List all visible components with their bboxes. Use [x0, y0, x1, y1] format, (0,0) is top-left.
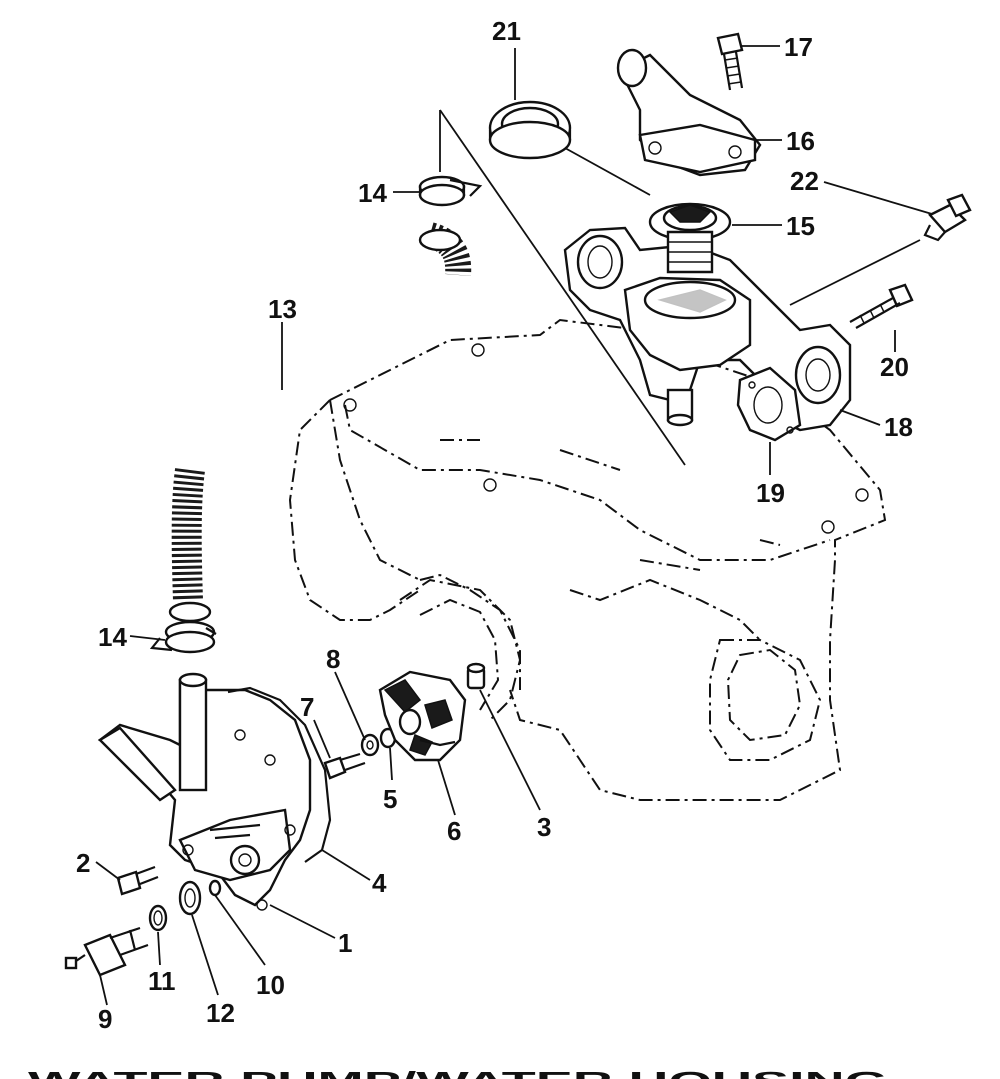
bolt-7: [323, 752, 366, 780]
o-ring-10: [208, 879, 222, 897]
washer-12: [178, 880, 202, 916]
hose-13: [165, 221, 475, 623]
callout-13: 13: [268, 294, 297, 324]
callout-7: 7: [300, 692, 314, 722]
callout-12: 12: [206, 998, 235, 1028]
gasket-19: [736, 366, 802, 442]
callout-14-bottom: 14: [98, 622, 127, 652]
callout-11: 11: [148, 966, 176, 996]
engine-block-outline: [288, 318, 887, 801]
callout-3: 3: [537, 812, 551, 842]
callout-22: 22: [790, 166, 819, 196]
callout-4: 4: [372, 868, 387, 898]
callout-17: 17: [784, 32, 813, 62]
pump-gasket-4: [227, 686, 332, 863]
callout-10: 10: [256, 970, 285, 1000]
temperature-sender-9: [64, 926, 149, 977]
thermostat-15: [648, 202, 732, 274]
dowel-pin-3: [466, 662, 486, 690]
seal-21: [488, 100, 572, 160]
callout-9: 9: [98, 1004, 112, 1034]
callout-14-top: 14: [358, 178, 387, 208]
callout-1: 1: [338, 928, 352, 958]
bolt-17: [716, 32, 744, 91]
bolt-20: [849, 283, 914, 329]
impeller-6: [378, 670, 467, 762]
diagram-title: WATER PUMP/WATER HOUSING: [28, 1066, 888, 1079]
callout-21: 21: [492, 16, 521, 46]
callout-20: 20: [880, 352, 909, 382]
bolt-2: [116, 865, 159, 896]
callout-18: 18: [884, 412, 913, 442]
hose-clip-top-14: [418, 175, 483, 207]
thermostat-cover-16: [616, 48, 762, 177]
callout-19: 19: [756, 478, 785, 508]
callout-16: 16: [786, 126, 815, 156]
washer-11: [148, 904, 168, 932]
callout-8: 8: [326, 644, 340, 674]
callout-15: 15: [786, 211, 815, 241]
sender-22: [923, 193, 972, 242]
leader-lines: [95, 45, 933, 1006]
callout-2: 2: [76, 848, 90, 878]
callout-5: 5: [383, 784, 397, 814]
washer-8: [360, 733, 380, 757]
callout-6: 6: [447, 816, 461, 846]
callout-labels: 21 17 16 14 22 15 13 20 18 19 14 8 7 5 6…: [76, 16, 913, 1034]
page-title-clipped: WATER PUMP/WATER HOUSING: [28, 1066, 888, 1079]
hose-clip-bottom-14: [149, 620, 217, 654]
water-pump-body-1: [97, 672, 312, 911]
